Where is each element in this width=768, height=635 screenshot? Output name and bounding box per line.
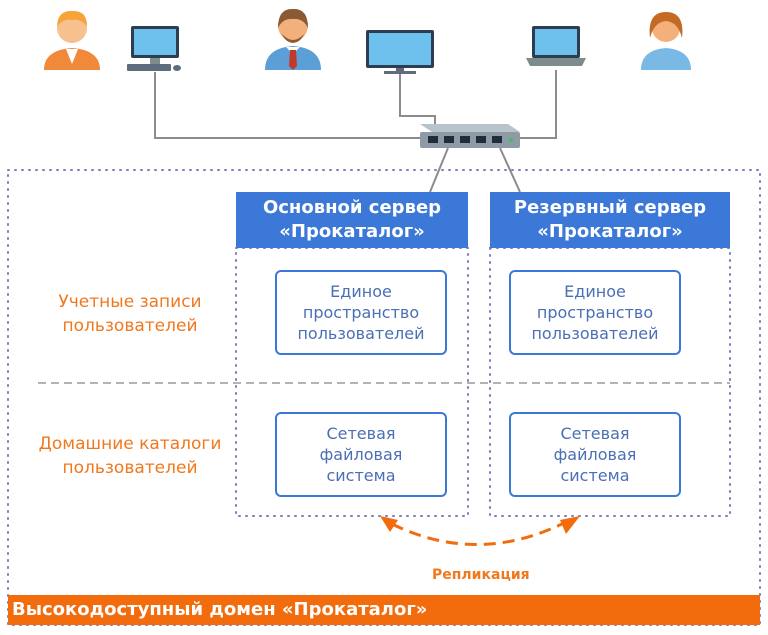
backup-files-box: Сетевая файловая система bbox=[509, 412, 681, 497]
row-label-accounts: Учетные записи пользователей bbox=[40, 290, 220, 338]
laptop-icon bbox=[526, 26, 586, 66]
primary-server-zone bbox=[235, 247, 469, 517]
domain-title-bar: Высокодоступный домен «Прокаталог» bbox=[8, 595, 760, 625]
primary-server-header: Основной сервер «Прокаталог» bbox=[236, 192, 468, 248]
backup-server-subtitle: «Прокаталог» bbox=[537, 221, 683, 242]
row-label-home-dirs: Домашние каталоги пользователей bbox=[22, 432, 238, 480]
user-icon bbox=[641, 12, 691, 70]
primary-accounts-line1: Единое bbox=[330, 282, 392, 301]
backup-accounts-line2: пространство bbox=[536, 303, 654, 322]
row-label-accounts-line1: Учетные записи bbox=[58, 292, 202, 312]
backup-files-line2: файловая bbox=[553, 445, 637, 464]
backup-accounts-line1: Единое bbox=[564, 282, 626, 301]
primary-files-box: Сетевая файловая система bbox=[275, 412, 447, 497]
primary-accounts-line2: пространство bbox=[302, 303, 420, 322]
backup-server-header: Резервный сервер «Прокаталог» bbox=[490, 192, 730, 248]
backup-files-line1: Сетевая bbox=[560, 424, 630, 443]
primary-accounts-box: Единое пространство пользователей bbox=[275, 270, 447, 355]
primary-files-line1: Сетевая bbox=[326, 424, 396, 443]
network-cables bbox=[154, 70, 557, 193]
primary-files-line2: файловая bbox=[319, 445, 403, 464]
desktop-computer-icon bbox=[127, 26, 181, 71]
primary-server-subtitle: «Прокаталог» bbox=[279, 221, 425, 242]
backup-accounts-box: Единое пространство пользователей bbox=[509, 270, 681, 355]
primary-files-line3: система bbox=[326, 466, 396, 485]
user-icon bbox=[265, 8, 321, 70]
primary-accounts-line3: пользователей bbox=[297, 324, 425, 343]
backup-accounts-line3: пользователей bbox=[531, 324, 659, 343]
backup-server-zone bbox=[489, 247, 731, 517]
network-switch-icon bbox=[420, 124, 520, 148]
backup-server-title: Резервный сервер bbox=[513, 197, 707, 218]
primary-server-title: Основной сервер bbox=[262, 197, 442, 218]
domain-border bbox=[7, 169, 761, 626]
row-label-accounts-line2: пользователей bbox=[62, 316, 198, 336]
backup-files-line3: система bbox=[560, 466, 630, 485]
monitor-icon bbox=[366, 30, 434, 74]
row-label-home-dirs-line1: Домашние каталоги bbox=[38, 434, 222, 454]
row-label-home-dirs-line2: пользователей bbox=[62, 458, 198, 478]
replication-arrow bbox=[380, 516, 580, 546]
user-icon bbox=[44, 10, 100, 70]
replication-label: Репликация bbox=[432, 567, 530, 583]
